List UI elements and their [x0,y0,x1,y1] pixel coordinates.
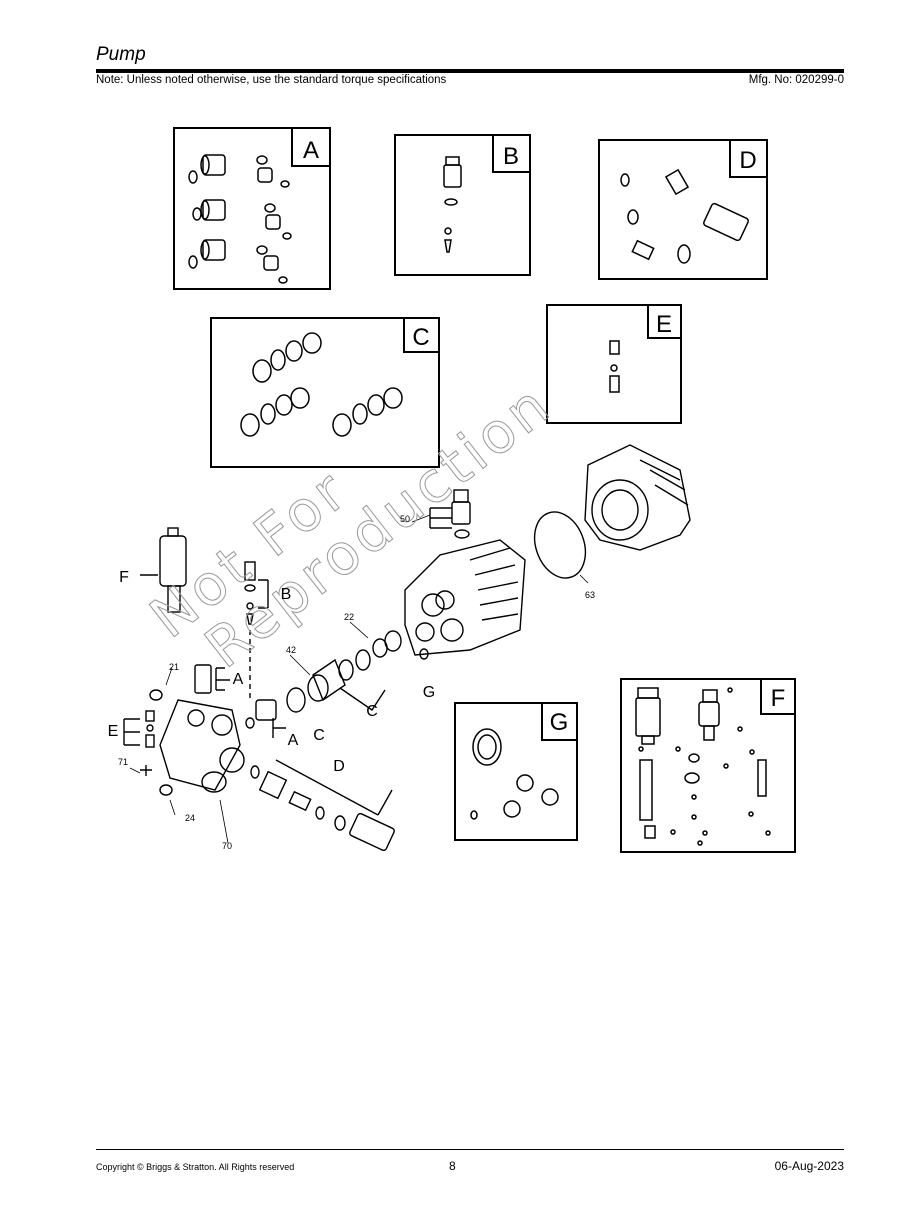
assembly-label-a-lower: A [288,732,299,749]
callout-24: 24 [185,813,195,823]
kit-c-letter: C [412,324,429,351]
manifold [159,699,245,793]
callout-22: 22 [344,612,354,622]
kit-box-e [546,304,682,424]
assembly-label-b: B [281,586,292,603]
page-number: 8 [449,1159,456,1173]
footer-rule [96,1149,844,1150]
page-title: Pump [96,44,146,65]
assembly-label-e: E [108,723,119,740]
injector-d [250,759,395,852]
crankcase [584,444,691,551]
unloader-f [140,527,187,613]
kit-g-letter: G [550,709,569,736]
callout-42: 42 [286,645,296,655]
seal-g [419,648,429,660]
mfg-number: Mfg. No: 020299-0 [748,74,844,86]
assembly-label-f: F [119,569,129,586]
assembly-label-c: C [366,703,378,720]
kit-f-letter: F [771,685,786,712]
fitting-50 [429,489,471,539]
kit-box-c [210,317,440,468]
callout-21: 21 [169,662,179,672]
valve-a [149,664,286,738]
screw-71 [140,765,152,776]
kit-e-letter: E [656,311,672,338]
pump-head [404,539,526,656]
plug-e [123,710,155,748]
assembly-label-d: D [333,758,345,775]
torque-note: Note: Unless noted otherwise, use the st… [96,74,447,86]
pump-assembly [123,444,691,852]
kit-box-d [598,139,768,280]
footer-date: 06-Aug-2023 [774,1159,844,1173]
kit-b-letter: B [503,143,519,170]
copyright-text: Copyright © Briggs & Stratton. All Right… [96,1162,295,1172]
check-valve-b [244,561,269,700]
assembly-label-g: G [423,684,435,701]
kit-box-a [173,127,331,290]
kit-a-letter: A [303,137,319,164]
callout-71: 71 [118,757,128,767]
packing-c [286,630,402,713]
callout-50: 50 [400,514,410,524]
kit-box-f [620,678,796,853]
kit-box-b [394,134,531,276]
header-rule [96,69,844,73]
kit-box-g [454,702,578,841]
callout-63: 63 [585,590,595,600]
kit-d-letter: D [739,147,756,174]
o-ring-24 [159,784,173,796]
o-ring-63 [533,511,587,579]
assembly-label-c-lower: C [313,727,325,744]
assembly-label-a-upper: A [233,671,244,688]
callout-70: 70 [222,841,232,851]
